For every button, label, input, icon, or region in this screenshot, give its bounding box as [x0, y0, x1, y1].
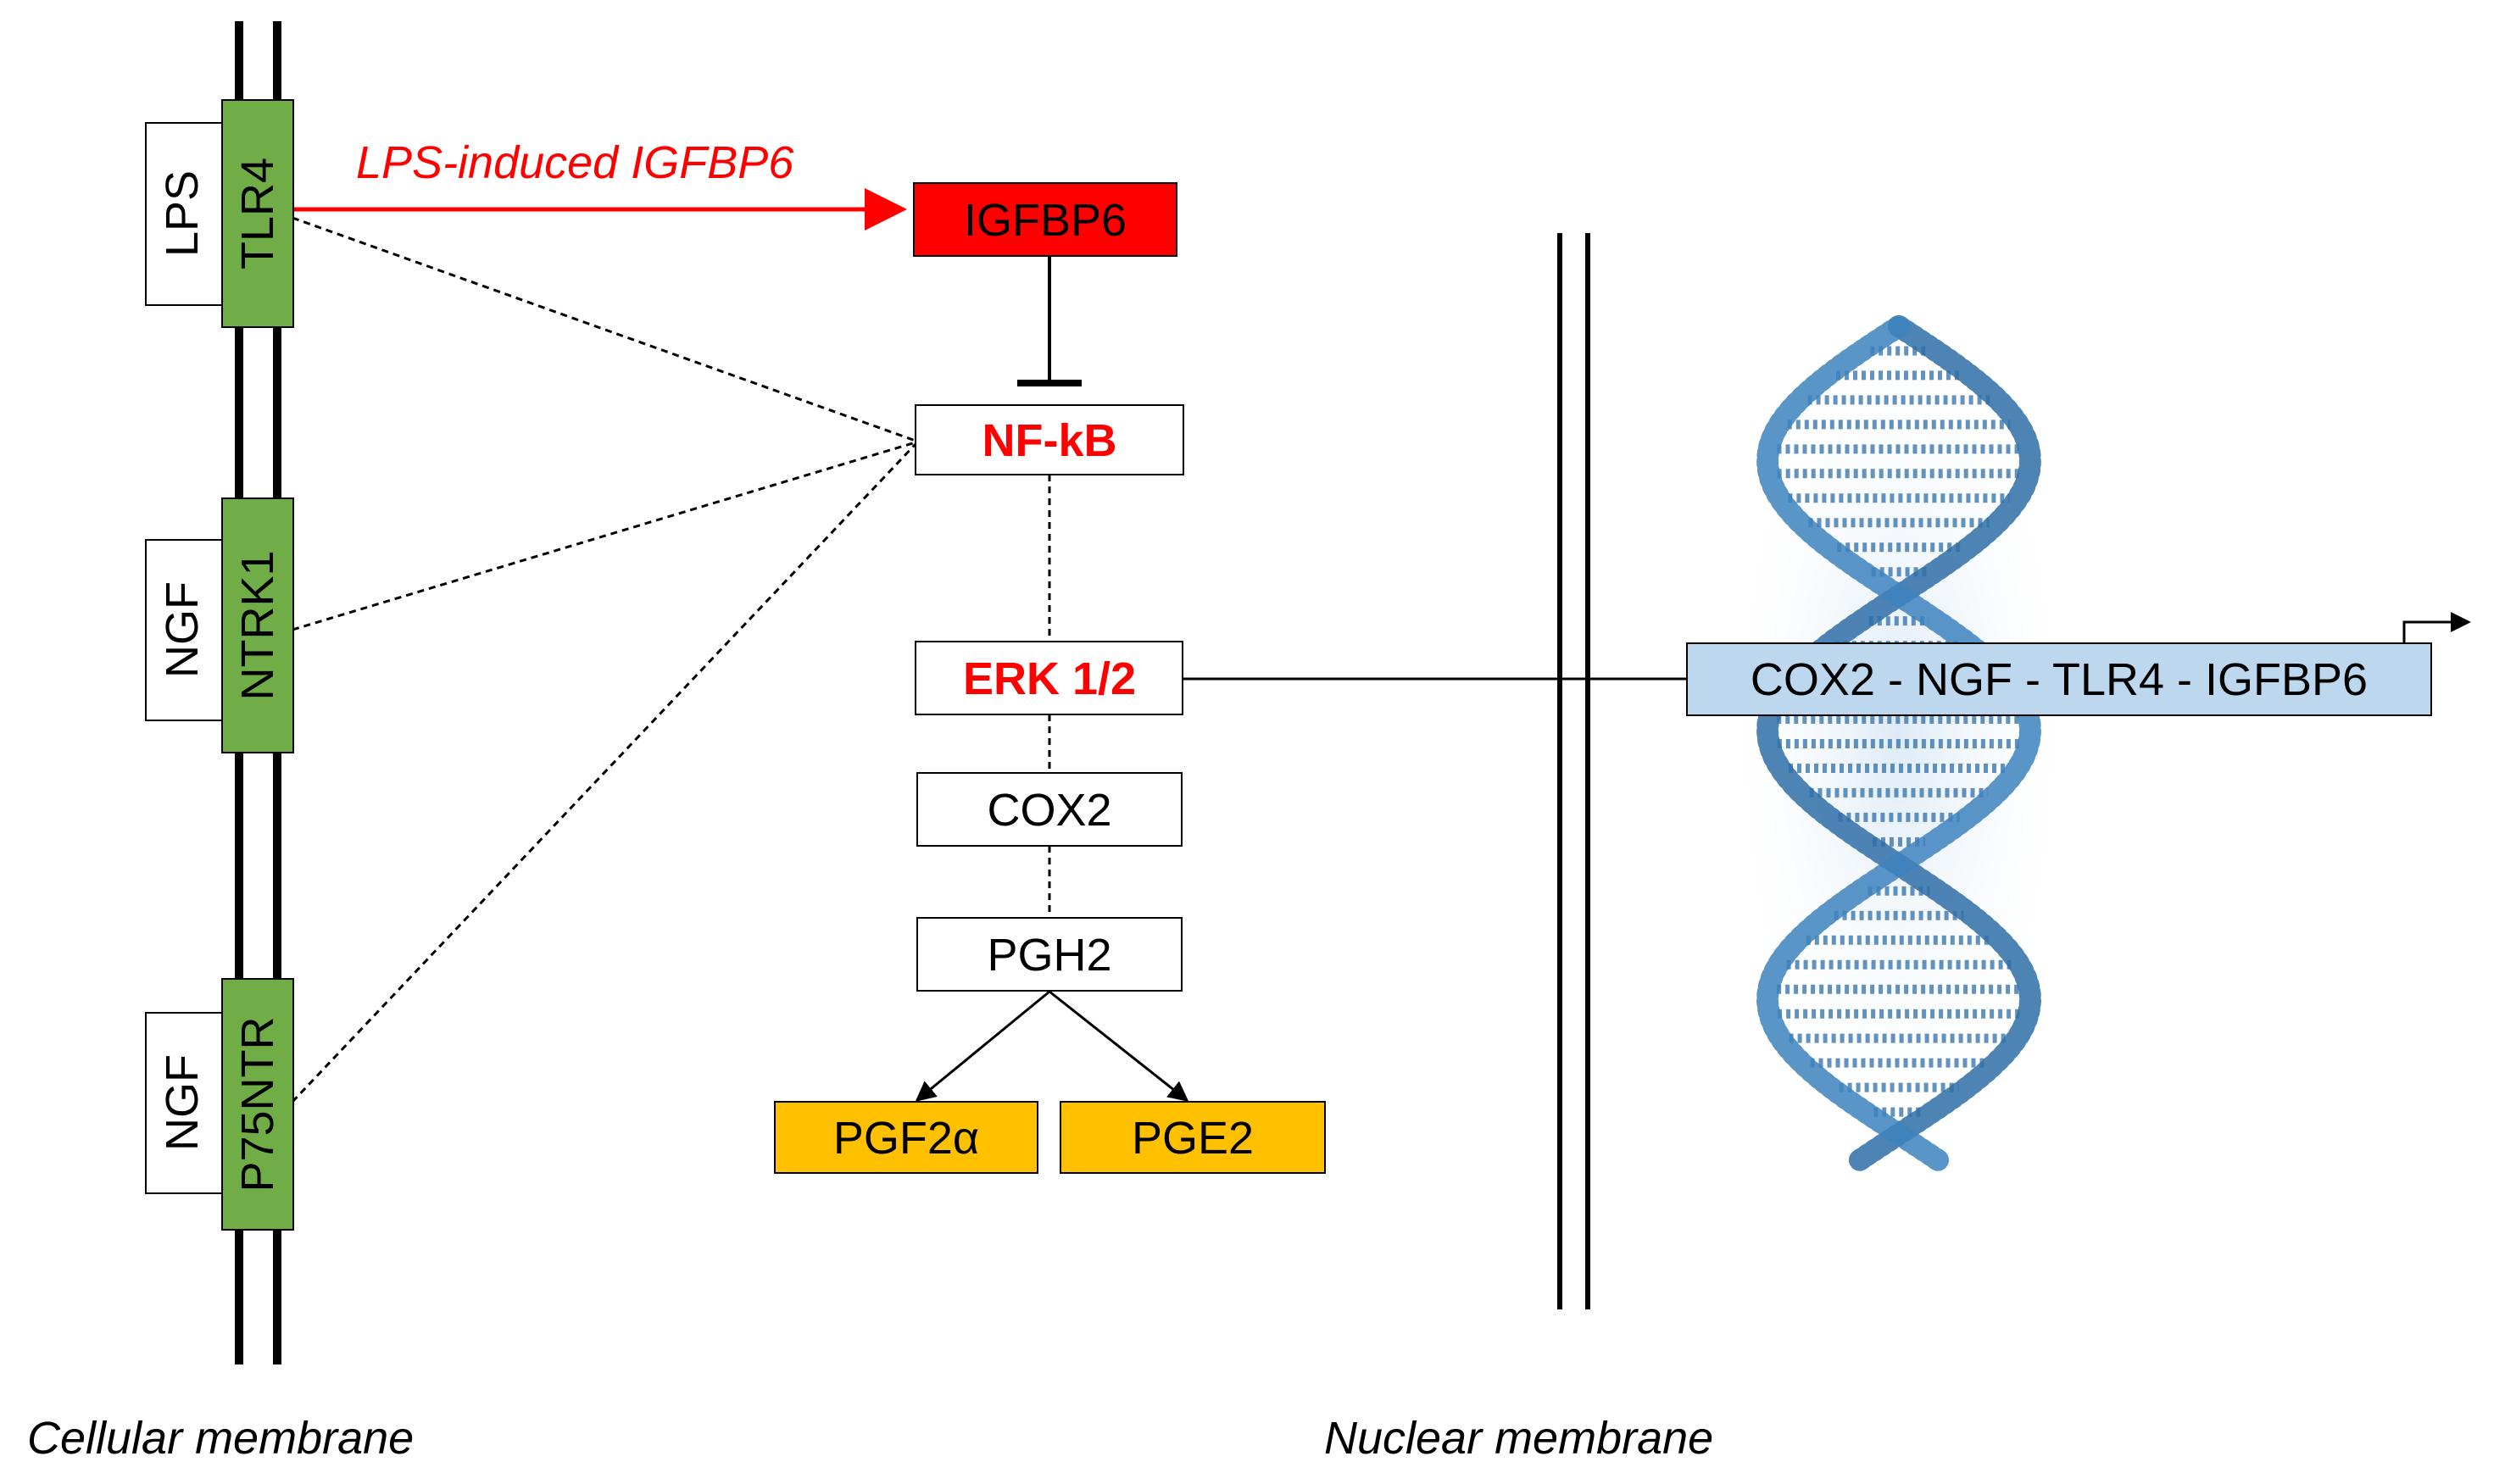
- ligand-label-ngf-1: NGF: [157, 581, 208, 678]
- ligand-box-lps: [145, 122, 223, 306]
- nuclear-membrane: [1557, 233, 1590, 1309]
- receptor-box-p75ntr: [221, 978, 294, 1231]
- igfbp6-inhibits-nfkb: [1017, 256, 1082, 386]
- node-erk: ERK 1/2: [915, 641, 1183, 715]
- node-nfkb: NF-kB: [915, 404, 1184, 475]
- node-pge2: PGE2: [1060, 1101, 1326, 1174]
- ligand-label-ngf-2: NGF: [157, 1054, 208, 1151]
- cellular-membrane-label: Cellular membrane: [27, 1413, 414, 1464]
- receptor-label-tlr4: TLR4: [232, 158, 283, 270]
- node-label-igfbp6: IGFBP6: [964, 195, 1127, 246]
- node-label-pge2: PGE2: [1132, 1113, 1254, 1164]
- receptor-box-ntrk1: [221, 497, 294, 753]
- target-genes-label: COX2 - NGF - TLR4 - IGFBP6: [1751, 654, 2368, 705]
- dna-strand-b: [1756, 315, 2042, 1172]
- receptor-tlr4: LPS TLR4: [145, 99, 294, 328]
- node-label-nfkb: NF-kB: [982, 415, 1117, 466]
- node-igfbp6: IGFBP6: [913, 182, 1177, 257]
- dna-strand-a: [1756, 315, 2042, 1172]
- pgh2-branch-arrows: [915, 990, 1189, 1102]
- node-pgh2: PGH2: [916, 917, 1183, 992]
- lps-induced-igfbp6-arrow: LPS-induced IGFBP6: [292, 137, 907, 231]
- nuclear-membrane-label: Nuclear membrane: [1324, 1413, 1713, 1464]
- transcription-start-arrow-icon: [2402, 612, 2471, 643]
- receptor-label-p75ntr: P75NTR: [232, 1016, 283, 1192]
- ligand-label-lps: LPS: [157, 170, 208, 257]
- receptor-p75ntr: NGF P75NTR: [145, 978, 294, 1231]
- node-label-erk: ERK 1/2: [963, 653, 1136, 704]
- receptor-box-tlr4: [221, 99, 294, 328]
- receptor-ntrk1: NGF NTRK1: [145, 497, 294, 753]
- node-label-pgh2: PGH2: [987, 930, 1111, 981]
- dna-helix-icon: [1721, 288, 2077, 1172]
- node-pgf2a: PGF2α: [774, 1101, 1038, 1174]
- target-genes-box: COX2 - NGF - TLR4 - IGFBP6: [1686, 642, 2432, 716]
- lps-induced-igfbp6-label: LPS-induced IGFBP6: [356, 137, 794, 188]
- receptor-label-ntrk1: NTRK1: [232, 550, 283, 700]
- receptor-to-nfkb-connectors: [291, 216, 917, 1103]
- node-cox2: COX2: [916, 772, 1183, 847]
- node-label-cox2: COX2: [987, 785, 1111, 836]
- node-label-pgf2a: PGF2α: [833, 1113, 979, 1164]
